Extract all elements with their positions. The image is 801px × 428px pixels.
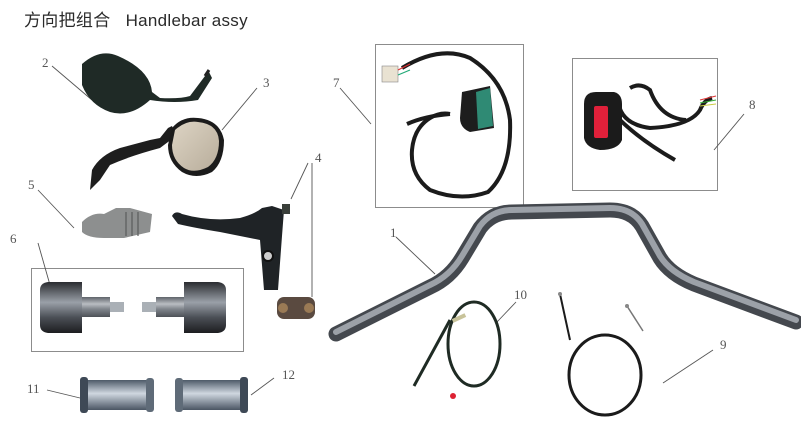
clutch-cable-icon bbox=[412, 300, 502, 399]
callout-4: 4 bbox=[315, 150, 322, 165]
lever-clamp-icon bbox=[277, 297, 315, 319]
lever-cover-icon bbox=[82, 208, 152, 238]
callout-1: 1 bbox=[390, 225, 397, 240]
callout-7: 7 bbox=[333, 75, 340, 90]
callout-9: 9 bbox=[720, 337, 727, 352]
callout-8: 8 bbox=[749, 97, 756, 112]
callout-11: 11 bbox=[27, 381, 40, 396]
bar-end-weights-icon bbox=[40, 282, 226, 333]
left-mirror-icon bbox=[82, 53, 212, 114]
callout-6: 6 bbox=[10, 231, 17, 246]
callout-5: 5 bbox=[28, 177, 35, 192]
throttle-cable-icon bbox=[558, 292, 644, 417]
left-grip-icon bbox=[80, 377, 154, 413]
title-chinese: 方向把组合 bbox=[24, 11, 111, 30]
clutch-lever-icon bbox=[172, 204, 290, 290]
left-switch-box bbox=[375, 44, 524, 208]
bar-end-weights-box bbox=[31, 268, 244, 352]
right-mirror-icon bbox=[90, 117, 224, 190]
handlebar-icon bbox=[328, 202, 801, 342]
right-switch-box bbox=[572, 58, 718, 191]
callout-12: 12 bbox=[282, 367, 295, 382]
callout-10: 10 bbox=[514, 287, 527, 302]
leader-lines bbox=[37, 65, 745, 399]
callout-3: 3 bbox=[263, 75, 270, 90]
diagram-title: 方向把组合 Handlebar assy bbox=[24, 6, 248, 31]
right-switch-icon bbox=[584, 83, 717, 162]
right-grip-icon bbox=[175, 377, 248, 413]
callout-2: 2 bbox=[42, 55, 49, 70]
title-english: Handlebar assy bbox=[125, 11, 248, 30]
left-switch-icon bbox=[381, 51, 513, 199]
